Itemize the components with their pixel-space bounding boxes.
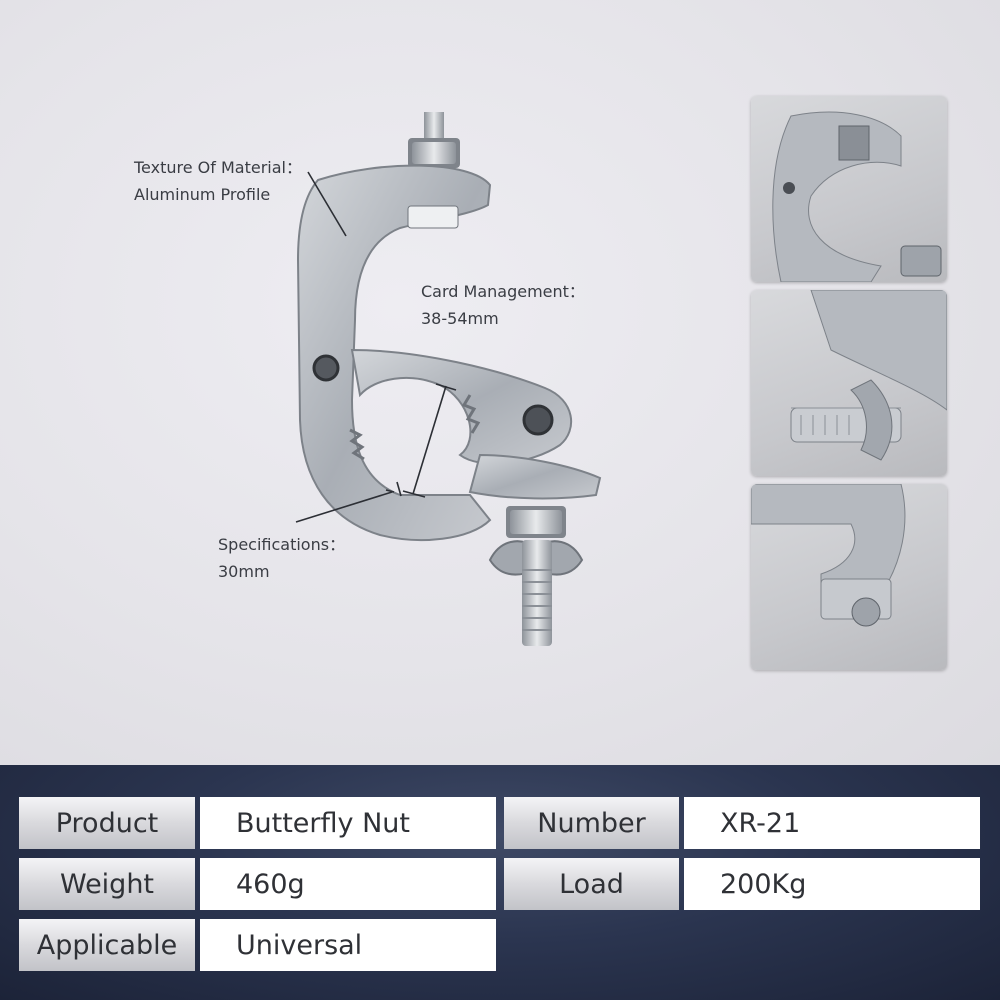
detail-thumbnail-1 — [751, 96, 947, 282]
number-value: XR-21 — [684, 797, 980, 849]
weight-label: Weight — [19, 858, 195, 910]
specifications-callout: Specifications： 30mm — [218, 531, 345, 585]
applicable-label: Applicable — [19, 919, 195, 971]
spec-table: Product Butterfly Nut Number XR-21 Weigh… — [0, 765, 1000, 1000]
material-callout-value: Aluminum Profile — [134, 185, 271, 204]
product-label: Product — [19, 797, 195, 849]
load-label: Load — [504, 858, 679, 910]
card-management-callout-title: Card Management： — [421, 282, 585, 301]
applicable-value: Universal — [200, 919, 496, 971]
product-showcase: Texture Of Material： Aluminum Profile Ca… — [0, 0, 1000, 765]
material-callout-title: Texture Of Material： — [134, 158, 302, 177]
number-label: Number — [504, 797, 679, 849]
specifications-callout-value: 30mm — [218, 562, 270, 581]
load-value: 200Kg — [684, 858, 980, 910]
weight-value: 460g — [200, 858, 496, 910]
card-management-callout-value: 38-54mm — [421, 309, 499, 328]
clamp-main-image — [295, 112, 602, 646]
specifications-callout-title: Specifications： — [218, 535, 346, 554]
material-callout: Texture Of Material： Aluminum Profile — [134, 154, 302, 208]
card-management-callout: Card Management： 38-54mm — [421, 278, 585, 332]
detail-thumbnail-2 — [751, 290, 947, 476]
product-value: Butterfly Nut — [200, 797, 496, 849]
detail-thumbnail-3 — [751, 484, 947, 670]
